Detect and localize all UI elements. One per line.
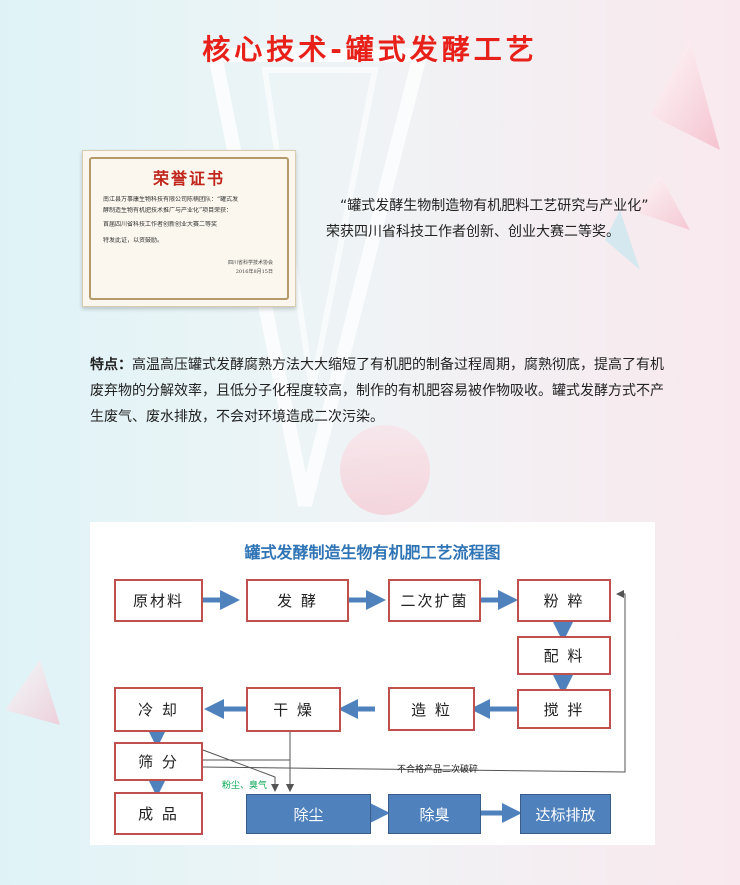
step-secondary-expansion: 二次扩菌 xyxy=(388,579,481,622)
step-raw-material: 原材料 xyxy=(114,579,203,622)
certificate-line: 酵制造生物有机肥技术推广与产业化”项目荣获： xyxy=(103,207,233,214)
certificate-line: 南江县万事康生物科技有限公司陈楠团队：“罐式发 xyxy=(103,196,239,203)
step-ingredient-ratio: 配 料 xyxy=(517,636,611,675)
feature-label: 特点： xyxy=(90,357,132,373)
certificate-title: 荣誉证书 xyxy=(152,169,225,188)
award-line-2: 荣获四川省科技工作者创新、创业大赛二等奖。 xyxy=(326,224,620,240)
page-title: 核心技术-罐式发酵工艺 xyxy=(202,33,538,66)
step-dry: 干 燥 xyxy=(246,687,341,732)
step-finished-product: 成 品 xyxy=(114,792,203,835)
step-stir: 搅 拌 xyxy=(517,689,611,729)
step-granulate: 造 粒 xyxy=(388,687,475,731)
step-ferment: 发 酵 xyxy=(246,579,349,622)
certificate-line: 特发此证，以资鼓励。 xyxy=(103,237,164,244)
certificate-border xyxy=(89,157,289,300)
step-crush: 粉 粹 xyxy=(517,579,611,622)
arrow-reject-return xyxy=(202,590,626,773)
process-flowchart: 罐式发酵制造生物有机肥工艺流程图 xyxy=(90,522,655,845)
step-deodorize: 除臭 xyxy=(388,794,481,834)
step-cool: 冷 却 xyxy=(114,687,203,732)
dust-odor-note: 粉尘、臭气 xyxy=(222,781,268,791)
flowchart-arrows xyxy=(147,590,626,823)
flowchart-title: 罐式发酵制造生物有机肥工艺流程图 xyxy=(244,543,501,562)
step-dust-removal: 除尘 xyxy=(246,794,371,834)
certificate-image: 荣誉证书 南江县万事康生物科技有限公司陈楠团队：“罐式发 酵制造生物有机肥技术推… xyxy=(82,150,296,307)
certificate-issuer: 四川省科学技术协会 xyxy=(227,260,273,266)
step-discharge: 达标排放 xyxy=(520,794,611,834)
award-line-1: “罐式发酵生物制造物有机肥料工艺研究与产业化” xyxy=(340,198,649,214)
feature-paragraph: 特点：高温高压罐式发酵腐熟方法大大缩短了有机肥的制备过程周期，腐熟彻底，提高了有… xyxy=(90,352,668,430)
step-screen: 筛 分 xyxy=(114,742,203,781)
reject-recrush-note: 不合格产品二次破碎 xyxy=(397,765,479,775)
certificate-date: 2016年8月15日 xyxy=(235,269,273,275)
feature-text: 高温高压罐式发酵腐熟方法大大缩短了有机肥的制备过程周期，腐熟彻底，提高了有机废弃… xyxy=(90,357,664,425)
certificate-line: 首届四川省科技工作者创新创业大赛二等奖 xyxy=(103,221,218,228)
arrow-screen-dust-odor xyxy=(202,749,279,792)
award-text: “罐式发酵生物制造物有机肥料工艺研究与产业化” 荣获四川省科技工作者创新、创业大… xyxy=(326,193,686,245)
